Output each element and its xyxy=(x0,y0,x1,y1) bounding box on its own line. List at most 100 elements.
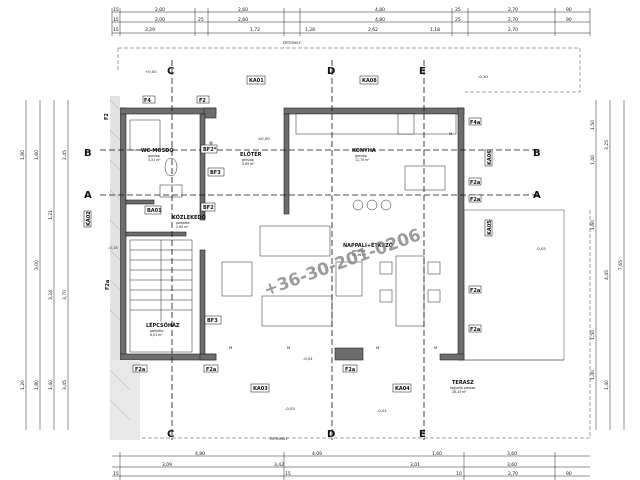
bottom-dim-r3-3: 10 xyxy=(456,471,462,477)
tag-ka02: KA02 xyxy=(86,211,92,226)
room-nappali-area: 38,36 m² xyxy=(352,253,367,257)
tag-bf3-b: BF3 xyxy=(207,318,218,324)
bottom-dim-r2-3: 3,01 xyxy=(410,462,420,468)
section-e-bottom: E xyxy=(419,429,426,440)
section-a-right: A xyxy=(533,190,541,201)
left-dim-2: 3,00 xyxy=(34,260,40,270)
eritesheny-bottom: ÉRTESHELY xyxy=(270,436,288,441)
tag-ka04: KA04 xyxy=(395,386,410,392)
bottom-dim-4: 3,60 xyxy=(507,451,517,457)
tag-ka03: KA03 xyxy=(253,386,268,392)
marker-m4: M xyxy=(434,345,437,350)
markers: M M M M M xyxy=(229,131,452,350)
top-dim-r2-2: 2,00 xyxy=(155,17,165,23)
top-dim-r3-4: 1,28 xyxy=(305,27,315,33)
room-lepcsohaz-floor: parketta xyxy=(150,329,163,333)
room-lepcsohaz-name: LÉPCSŐHÁZ xyxy=(146,321,180,329)
section-c-bottom: C xyxy=(167,429,174,440)
level-5: +0,50 xyxy=(145,69,157,74)
right-dim-6: 1,50 xyxy=(590,330,596,340)
level-6: -0,01 xyxy=(377,408,387,413)
marker-m2: M xyxy=(287,345,290,350)
room-nappali-name: NAPPALI+ÉTKEZŐ xyxy=(343,241,393,249)
room-eloter-name: ELŐTÉR xyxy=(240,150,262,158)
right-dimension-lines xyxy=(595,100,625,430)
left-dim-5: 1,60 xyxy=(34,150,40,160)
bottom-dim-r3-1: 15 xyxy=(113,471,119,477)
room-terasz-name: TERASZ xyxy=(452,380,474,386)
marker-m1: M xyxy=(229,345,232,350)
level-1: ±0,00 xyxy=(258,136,270,141)
exterior-walls xyxy=(119,107,465,361)
right-dim-4: 1,60 xyxy=(590,220,596,230)
top-dimension-texts: 15 2,00 2,60 4,80 25 2,70 90 15 2,00 25 … xyxy=(113,7,572,33)
tag-f2a-8: F2a xyxy=(105,280,111,290)
section-b-left: B xyxy=(84,148,92,159)
top-dim-r2-8: 90 xyxy=(566,17,572,23)
top-dim-6: 2,70 xyxy=(508,7,518,13)
tag-ka08: KA08 xyxy=(362,78,377,84)
bottom-dim-r2-4: 3,60 xyxy=(507,462,517,468)
tag-f2a-5: F2a xyxy=(135,367,145,373)
element-tag-texts: KA01 KA08 KA02 BA01 BF2 BF2* BF3 BF3 KA0… xyxy=(86,78,493,392)
level-8: -0,05 xyxy=(536,246,546,251)
right-dimension-texts: 1,50 1,40 3,25 1,60 4,45 1,50 1,40 1,40 … xyxy=(590,120,624,390)
room-konyha-name: KONYHA xyxy=(352,148,376,154)
top-dim-4: 4,80 xyxy=(375,7,385,13)
room-konyha-floor: greslap xyxy=(355,154,367,158)
room-wc-floor: greslap xyxy=(148,154,160,158)
tag-f2a-2: F2a xyxy=(470,197,480,203)
tag-f4a: F4a xyxy=(470,120,480,126)
top-dim-r3-5: 2,62 xyxy=(368,27,378,33)
level-3: -0,10 xyxy=(478,74,488,79)
left-dim-10: 1,40 xyxy=(48,380,54,390)
top-dim-2: 2,00 xyxy=(155,7,165,13)
tag-f2b: F2 xyxy=(104,113,110,120)
section-labels: B B A A C C D D E E xyxy=(84,66,541,440)
room-nappali-floor: parketta xyxy=(352,249,365,253)
room-terasz-floor: fagyálló greslap xyxy=(450,386,475,390)
room-kozlekedo-name: KÖZLEKEDŐ xyxy=(172,214,206,221)
bottom-dim-r3-4: 2,70 xyxy=(508,471,518,477)
room-kozlekedo-floor: parketta xyxy=(176,221,189,225)
right-dim-9: 7,65 xyxy=(618,260,624,270)
left-dim-3: 1,21 xyxy=(48,210,54,220)
top-dim-r3-1: 15 xyxy=(113,27,119,33)
top-dim-1: 15 xyxy=(113,7,119,13)
marker-m3: M xyxy=(376,345,379,350)
bathroom-fixtures xyxy=(129,119,183,198)
living-furniture xyxy=(221,225,441,327)
tag-f4: F4 xyxy=(144,98,151,104)
top-dim-r2-5: 4,80 xyxy=(375,17,385,23)
room-eloter-area: 5,65 m² xyxy=(242,162,255,166)
top-dim-r3-2: 3,29 xyxy=(145,27,155,33)
staircase xyxy=(129,239,193,353)
marker-m5: M xyxy=(449,131,452,136)
section-e-top: E xyxy=(419,66,426,77)
top-dim-5: 25 xyxy=(455,7,461,13)
tag-ka06: KA06 xyxy=(487,150,493,165)
room-terasz-area: 26,43 m² xyxy=(452,390,467,394)
left-dim-9: 1,80 xyxy=(34,380,40,390)
tag-bf2-star: BF2* xyxy=(203,147,217,153)
element-tags xyxy=(83,75,493,393)
level-2: -0,01 xyxy=(303,356,313,361)
terrace-outline xyxy=(463,209,565,361)
tag-f2: F2 xyxy=(199,98,206,104)
right-dim-1: 1,50 xyxy=(590,120,596,130)
room-labels: WC-MOSDÓ greslap 4,31 m² ELŐTÉR greslap … xyxy=(141,147,475,394)
section-c-top: C xyxy=(167,66,174,77)
bottom-dim-r3-2: 15 xyxy=(285,471,291,477)
left-dim-1: 1,80 xyxy=(20,150,26,160)
top-dim-r3-3: 1,72 xyxy=(250,27,260,33)
level-marks: ±0,00 -0,01 -0,10 -0,15 +0,50 -0,01 -0,0… xyxy=(108,69,546,413)
room-lepcsohaz-area: 6,01 m² xyxy=(150,333,163,337)
bottom-dim-1: 4,80 xyxy=(195,451,205,457)
top-dim-r2-7: 2,70 xyxy=(508,17,518,23)
tag-bf2: BF2 xyxy=(203,205,214,211)
bottom-dim-3: 1,60 xyxy=(432,451,442,457)
right-dim-3: 3,25 xyxy=(604,140,610,150)
top-dim-r2-6: 25 xyxy=(455,17,461,23)
top-dim-r3-6: 1,18 xyxy=(430,27,440,33)
